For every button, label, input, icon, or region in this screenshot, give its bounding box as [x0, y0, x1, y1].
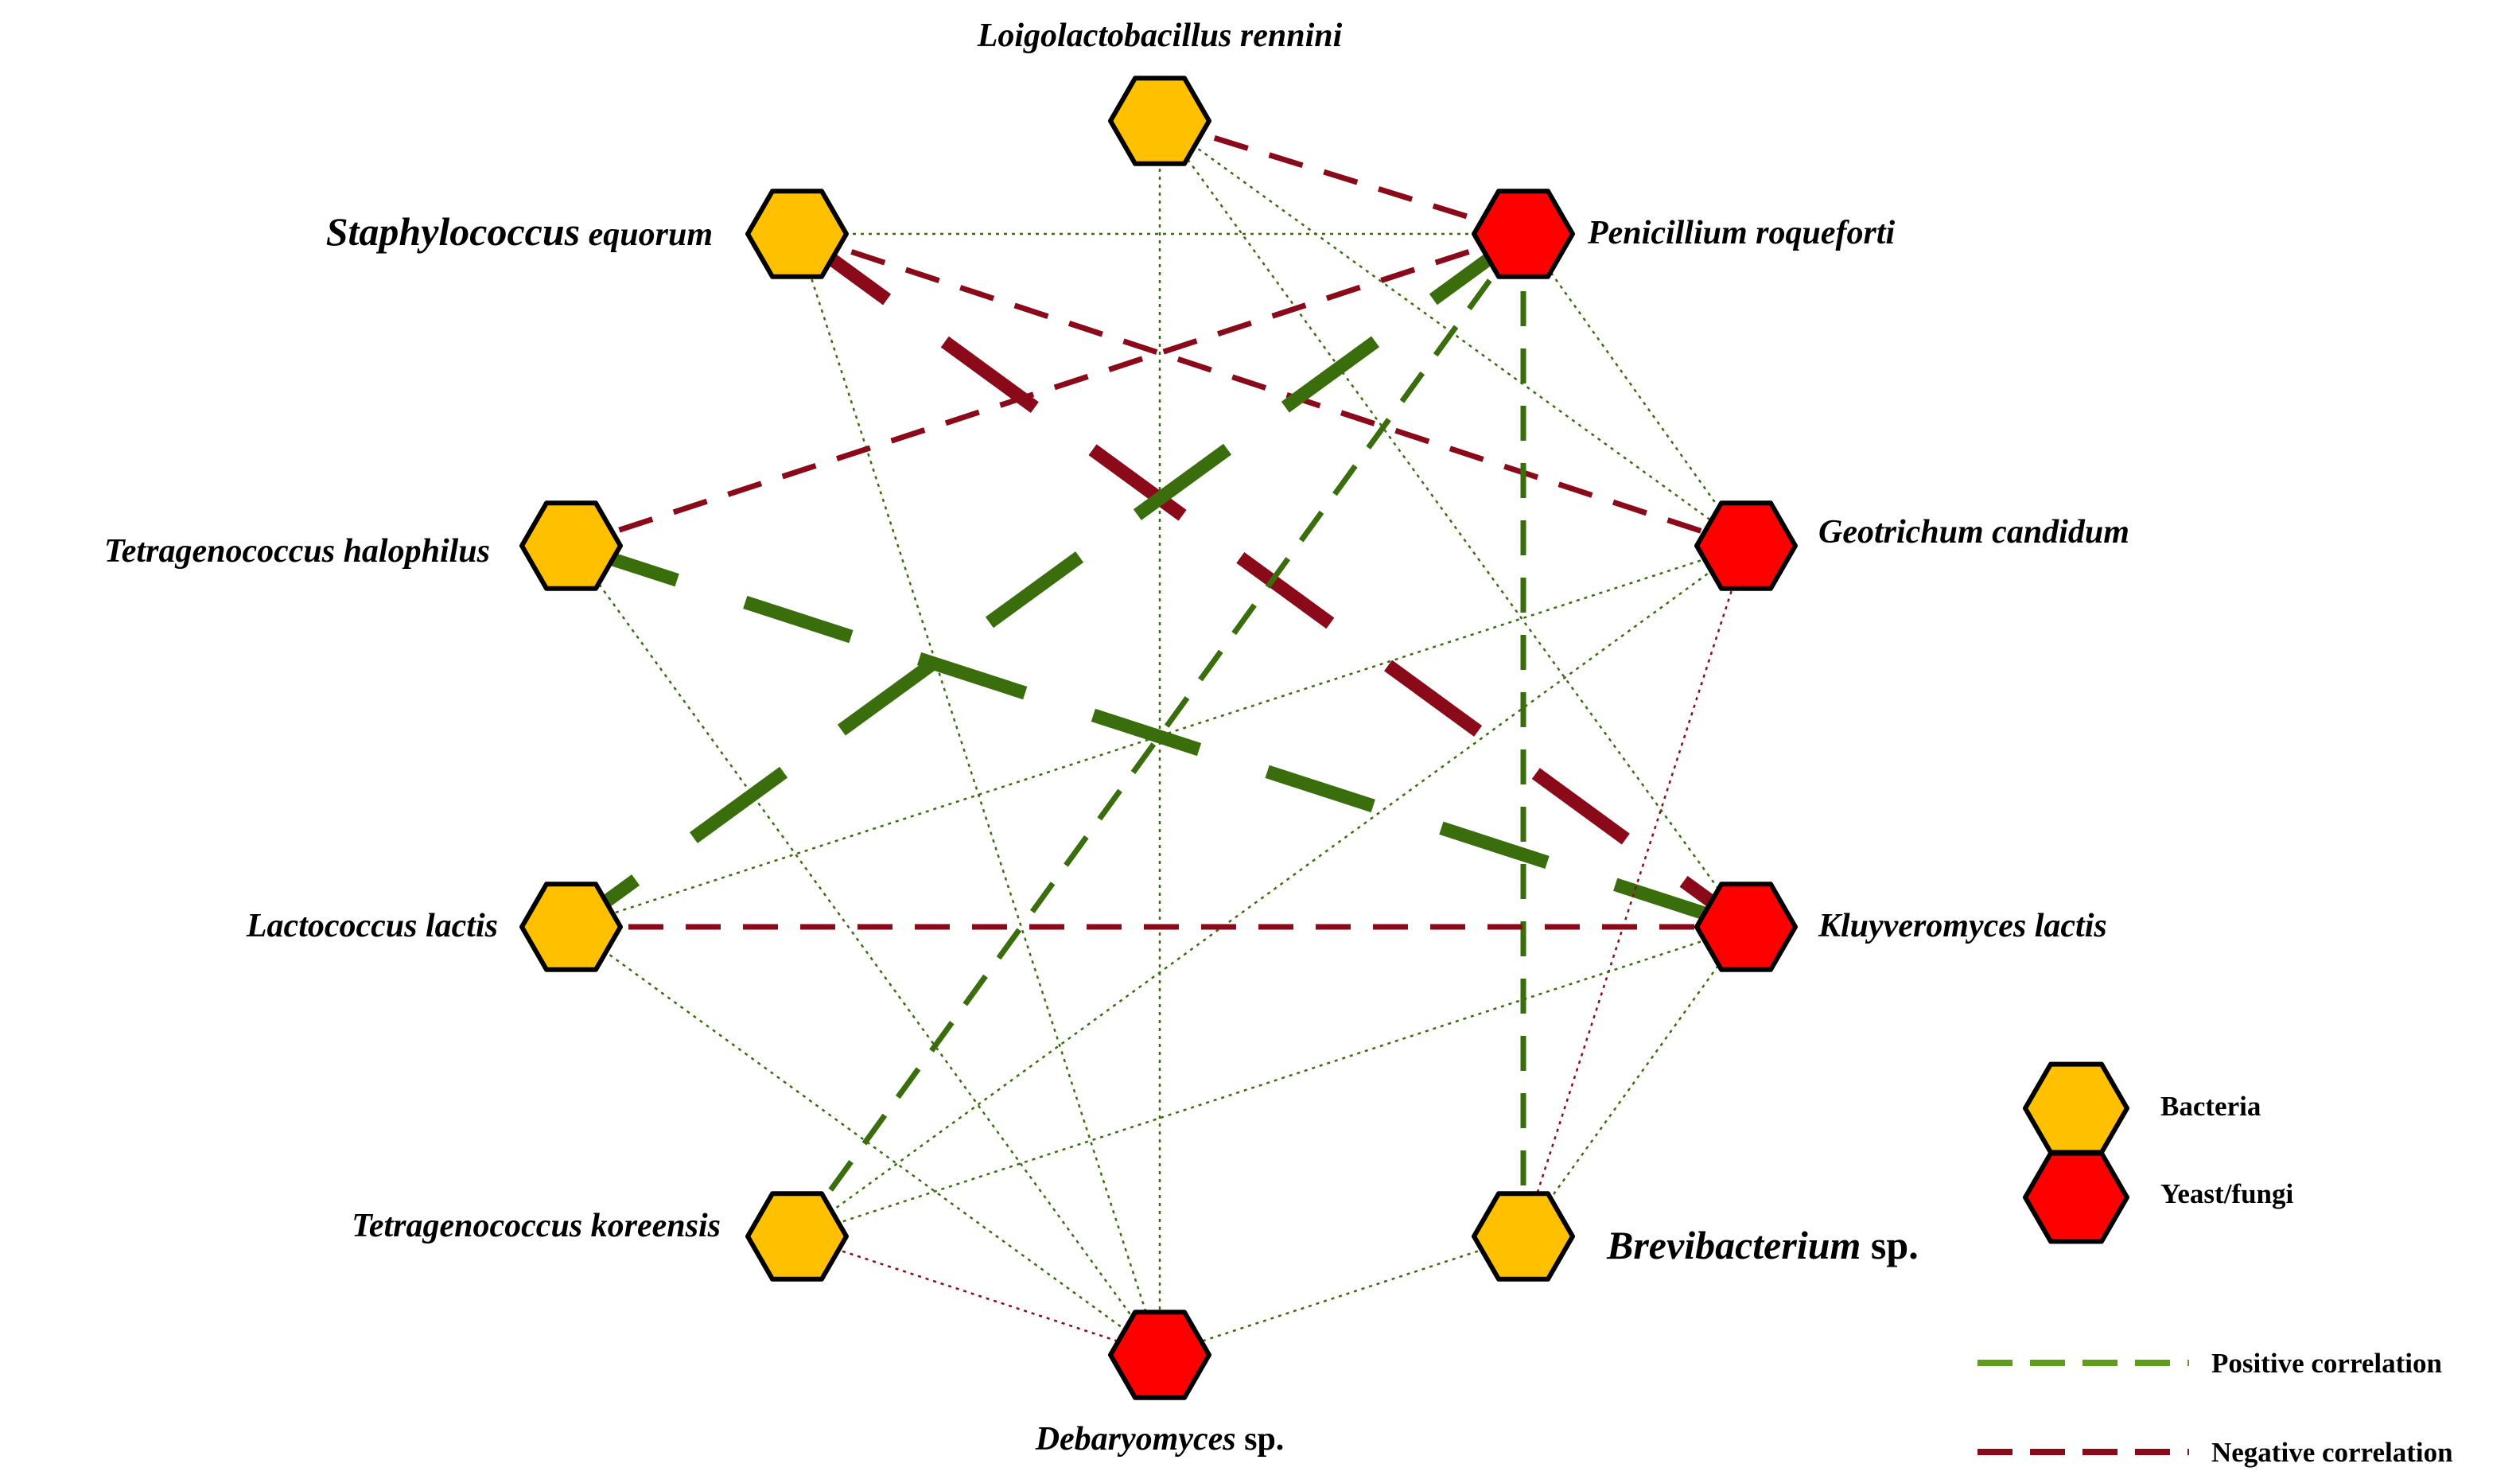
- node-llactis-label: Lactococcus lactis: [246, 908, 498, 944]
- legend-fungi-hexagon: [2023, 1150, 2129, 1244]
- edge-llactis-debaryomyces-positive: [570, 925, 1161, 1356]
- node-layer: [519, 76, 1798, 1400]
- edge-gcandidum-brevibacterium-negative: [1522, 545, 1748, 1237]
- node-thalophilus-label-part-0: Tetragenococcus halophilus: [104, 533, 490, 570]
- node-proqueforti-hexagon: [1472, 189, 1575, 279]
- edge-klactis-brevibacterium-positive: [1522, 926, 1748, 1237]
- node-llactis-hexagon: [519, 882, 623, 972]
- legend-positive-label: Positive correlation: [2211, 1348, 2442, 1379]
- node-proqueforti-label-part-0: Penicillium roqueforti: [1587, 215, 1896, 251]
- node-sequorum-hexagon: [745, 189, 849, 279]
- edge-proqueforti-tkoreensis-positive: [795, 232, 1526, 1239]
- legend-bacteria-label: Bacteria: [2160, 1091, 2261, 1122]
- node-lrennini-label-part-0: Loigolactobacillus rennini: [977, 18, 1343, 54]
- node-debaryomyces-hexagon: [1108, 1310, 1211, 1400]
- node-thalophilus-hexagon: [519, 500, 623, 591]
- node-brevibacterium-label: Brevibacterium sp.: [1606, 1223, 1919, 1267]
- edge-gcandidum-tkoreensis-positive: [796, 544, 1747, 1238]
- node-sequorum-label-part-0: Staphylococcus: [326, 209, 580, 254]
- edge-lrennini-gcandidum-positive: [1159, 119, 1747, 547]
- node-brevibacterium-label-part-1: sp.: [1861, 1223, 1918, 1267]
- node-debaryomyces-label-part-0: Debaryomyces: [1035, 1421, 1236, 1458]
- node-debaryomyces-label-part-1: sp.: [1236, 1421, 1285, 1458]
- edge-proqueforti-llactis-positive: [566, 228, 1528, 932]
- node-tkoreensis-hexagon: [745, 1191, 849, 1282]
- edge-proqueforti-thalophilus-negative: [570, 231, 1525, 549]
- edge-lrennini-proqueforti-negative: [1158, 118, 1525, 237]
- edge-proqueforti-gcandidum-positive: [1522, 233, 1748, 547]
- node-sequorum-label: Staphylococcus equorum: [326, 209, 713, 254]
- node-brevibacterium-hexagon: [1472, 1191, 1575, 1282]
- edge-layer: [566, 118, 1751, 1356]
- node-lrennini-hexagon: [1108, 76, 1211, 166]
- label-layer: Loigolactobacillus renniniStaphylococcus…: [104, 18, 2129, 1458]
- node-brevibacterium-label-part-0: Brevibacterium: [1606, 1223, 1861, 1267]
- edge-tkoreensis-debaryomyces-negative: [796, 1235, 1161, 1356]
- node-llactis-label-part-0: Lactococcus lactis: [246, 908, 498, 944]
- legend: Bacteria Yeast/fungi Positive correlatio…: [1978, 1061, 2453, 1468]
- node-tkoreensis-label-part-0: Tetragenococcus koreensis: [352, 1208, 721, 1244]
- node-gcandidum-label-part-0: Geotrichum candidum: [1818, 514, 2129, 551]
- legend-fungi-label: Yeast/fungi: [2160, 1178, 2294, 1209]
- legend-bacteria-hexagon: [2023, 1061, 2129, 1155]
- node-lrennini-label: Loigolactobacillus rennini: [977, 18, 1343, 54]
- node-proqueforti-label: Penicillium roqueforti: [1587, 215, 1896, 251]
- edge-brevibacterium-debaryomyces-positive: [1159, 1235, 1524, 1356]
- node-klactis-label: Kluyveromyces lactis: [1818, 908, 2107, 944]
- edge-sequorum-gcandidum-negative: [795, 231, 1748, 549]
- edge-klactis-tkoreensis-positive: [796, 925, 1747, 1238]
- node-thalophilus-label: Tetragenococcus halophilus: [104, 533, 490, 570]
- legend-negative-label: Negative correlation: [2211, 1437, 2453, 1468]
- edge-lrennini-klactis-positive: [1158, 120, 1748, 928]
- node-klactis-label-part-0: Kluyveromyces lactis: [1818, 908, 2107, 944]
- edge-gcandidum-llactis-positive: [570, 544, 1747, 928]
- edge-sequorum-debaryomyces-positive: [795, 233, 1161, 1356]
- edge-thalophilus-klactis-positive: [569, 539, 1748, 934]
- node-tkoreensis-label: Tetragenococcus koreensis: [352, 1208, 721, 1244]
- node-debaryomyces-label: Debaryomyces sp.: [1035, 1421, 1285, 1458]
- node-gcandidum-label: Geotrichum candidum: [1818, 514, 2129, 551]
- node-klactis-hexagon: [1694, 882, 1798, 972]
- node-sequorum-label-part-1: equorum: [580, 216, 713, 253]
- node-gcandidum-hexagon: [1694, 500, 1798, 591]
